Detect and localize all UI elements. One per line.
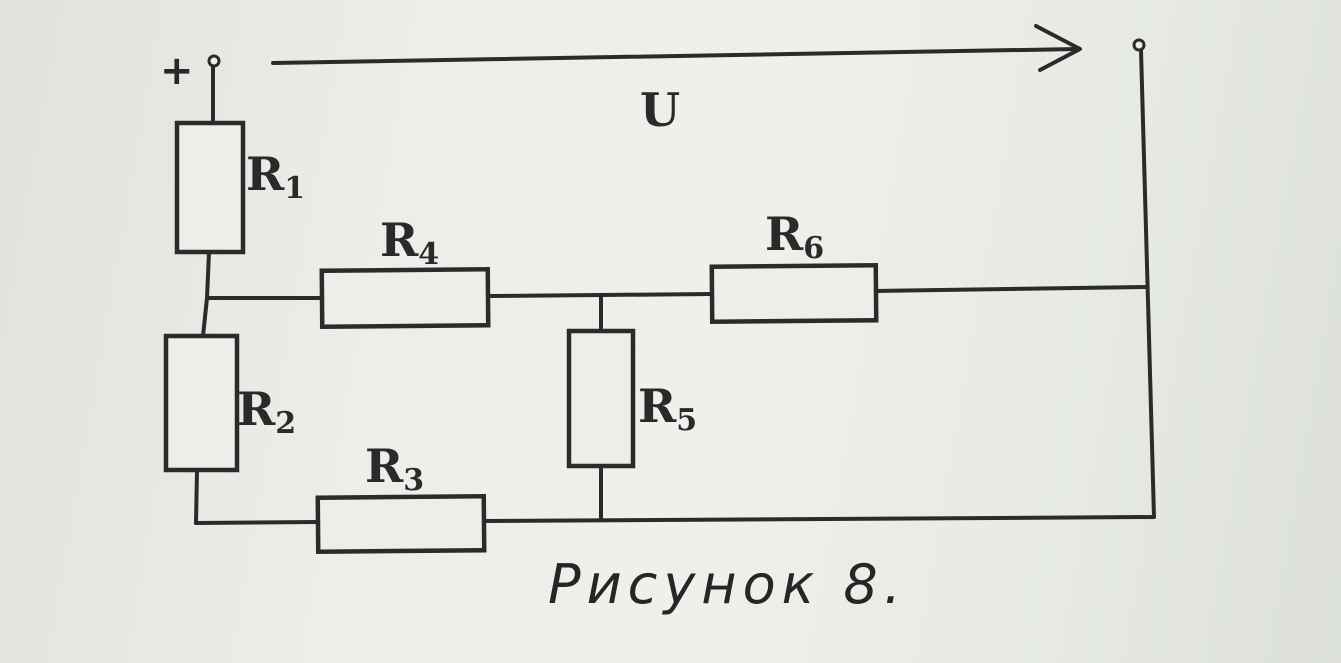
wire-r3-to-bottom-rail xyxy=(482,515,1156,523)
wire-right-rail xyxy=(1139,48,1156,519)
wire-corner-to-r3 xyxy=(194,520,320,525)
wire-mid-node-to-r6 xyxy=(599,292,714,297)
label-r4-main: R xyxy=(380,213,419,267)
label-r4: R4 xyxy=(380,213,439,272)
wire-node-to-r2 xyxy=(201,296,209,338)
svg-text:R3: R3 xyxy=(365,439,424,498)
label-r4-sub: 4 xyxy=(418,237,439,272)
resistor-r1 xyxy=(174,120,246,255)
arrow-shaft xyxy=(271,47,1080,65)
label-r3: R3 xyxy=(365,439,424,498)
voltage-arrow xyxy=(271,24,1082,72)
label-r6: R6 xyxy=(765,207,824,266)
label-r2: R2 xyxy=(237,382,296,441)
negative-terminal xyxy=(1132,38,1146,52)
svg-text:R1: R1 xyxy=(246,147,305,206)
wires xyxy=(194,48,1156,525)
resistor-r5 xyxy=(566,328,636,469)
voltage-label: U xyxy=(640,83,680,137)
label-r1-main: R xyxy=(246,147,285,201)
label-r6-sub: 6 xyxy=(803,231,824,266)
label-r2-main: R xyxy=(237,382,276,436)
label-r2-sub: 2 xyxy=(275,406,296,441)
resistor-r3 xyxy=(315,494,487,554)
resistor-r2 xyxy=(163,333,240,473)
label-r5-main: R xyxy=(638,379,677,433)
svg-text:R4: R4 xyxy=(380,213,439,272)
resistor-r6 xyxy=(709,263,879,324)
label-r5: R5 xyxy=(638,379,697,438)
label-r6-main: R xyxy=(765,207,804,261)
label-r3-sub: 3 xyxy=(403,463,424,498)
arrow-head xyxy=(1034,24,1082,72)
wire-r4-to-mid-node xyxy=(486,293,603,298)
wire-r6-to-right-rail xyxy=(874,285,1147,293)
svg-text:R2: R2 xyxy=(237,382,296,441)
label-r3-main: R xyxy=(365,439,404,493)
positive-terminal xyxy=(207,54,221,68)
plus-sign: + xyxy=(160,48,194,94)
label-r1: R1 xyxy=(246,147,305,206)
label-r5-sub: 5 xyxy=(676,403,697,438)
wire-r1-to-node xyxy=(205,250,211,300)
label-r1-sub: 1 xyxy=(284,171,305,206)
svg-text:R6: R6 xyxy=(765,207,824,266)
wire-r2-down xyxy=(194,468,199,525)
figure-caption: Рисунок 8. xyxy=(548,553,907,616)
svg-text:R5: R5 xyxy=(638,379,697,438)
resistor-r4 xyxy=(319,267,491,329)
